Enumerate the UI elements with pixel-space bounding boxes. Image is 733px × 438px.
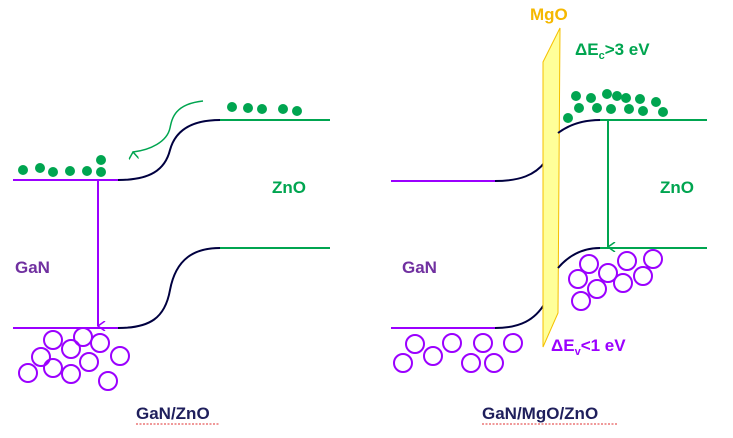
hole-circle — [579, 254, 599, 274]
hole-circle — [79, 352, 99, 372]
left-panel-gan-zno: GaN ZnO GaN/ZnO — [13, 100, 330, 425]
electron-dot — [606, 104, 616, 114]
caption: GaN/ZnO — [136, 404, 210, 423]
hole-circle — [98, 371, 118, 391]
electron-dot — [82, 166, 92, 176]
hole-circle — [484, 353, 504, 373]
electron-dot — [227, 102, 237, 112]
hole-circle — [473, 333, 493, 353]
electrons — [18, 102, 302, 177]
gan-label: GaN — [402, 258, 437, 277]
hole-circle — [423, 346, 443, 366]
electron-dot — [35, 163, 45, 173]
zno-valence-bend — [557, 247, 601, 269]
electron-dot — [243, 103, 253, 113]
hole-circle — [568, 269, 588, 289]
caption: GaN/MgO/ZnO — [482, 404, 598, 423]
hole-circle — [61, 339, 81, 359]
electron-dot — [18, 165, 28, 175]
hole-circle — [633, 266, 653, 286]
hole-circle — [393, 353, 413, 373]
electron-dot — [586, 93, 596, 103]
mgo-barrier-layer — [542, 27, 561, 348]
electron-dot — [292, 106, 302, 116]
electron-dot — [96, 167, 106, 177]
electron-dot — [257, 104, 267, 114]
right-panel-gan-mgo-zno: MgO ΔEc>3 eV ΔEv<1 eV GaN ZnO GaN/MgO/Zn… — [391, 5, 707, 425]
electrons — [563, 89, 668, 123]
electron-dot — [592, 103, 602, 113]
electron-dot — [96, 155, 106, 165]
hole-circle — [461, 353, 481, 373]
hole-circle — [405, 334, 425, 354]
electron-dot — [65, 166, 75, 176]
electron-dot — [612, 91, 622, 101]
electron-dot — [638, 106, 648, 116]
hole-circle — [598, 263, 618, 283]
delta-ec-label: ΔEc>3 eV — [575, 40, 650, 62]
hole-circle — [43, 330, 63, 350]
electron-dot — [602, 89, 612, 99]
electron-dot — [621, 93, 631, 103]
delta-ev-label: ΔEv<1 eV — [551, 336, 626, 358]
hole-circle — [43, 358, 63, 378]
electron-dot — [651, 97, 661, 107]
hole-circle — [90, 333, 110, 353]
hole-circle — [18, 363, 38, 383]
conduction-band-bend — [117, 119, 221, 181]
hole-circle — [442, 333, 462, 353]
zno-label: ZnO — [272, 178, 306, 197]
gan-conduction-bend — [494, 161, 546, 182]
zno-conduction-bend — [557, 119, 601, 134]
gan-label: GaN — [15, 258, 50, 277]
electron-dot — [574, 103, 584, 113]
hole-circle — [613, 273, 633, 293]
electron-dot — [278, 104, 288, 114]
electron-dot — [571, 91, 581, 101]
hole-circle — [503, 333, 523, 353]
holes — [393, 249, 663, 373]
gan-valence-bend — [494, 302, 546, 329]
electron-dot — [635, 94, 645, 104]
hole-circle — [587, 279, 607, 299]
valence-band-bend — [117, 247, 221, 329]
holes — [18, 327, 130, 391]
zno-label: ZnO — [660, 178, 694, 197]
electron-dot — [624, 104, 634, 114]
hole-circle — [643, 249, 663, 269]
hole-circle — [571, 291, 591, 311]
hole-circle — [617, 251, 637, 271]
hole-circle — [61, 364, 81, 384]
electron-dot — [658, 107, 668, 117]
mgo-label: MgO — [530, 5, 568, 24]
hole-circle — [110, 346, 130, 366]
electron-dot — [563, 113, 573, 123]
hole-circle — [31, 347, 51, 367]
electron-dot — [48, 167, 58, 177]
electron-transfer-arrow — [133, 100, 204, 152]
